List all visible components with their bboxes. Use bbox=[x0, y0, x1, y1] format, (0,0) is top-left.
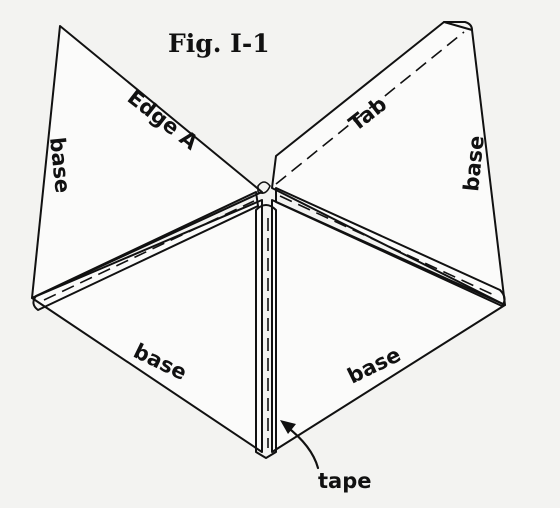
label-tape: tape bbox=[318, 469, 371, 493]
label-base-left-top: base bbox=[45, 136, 75, 194]
center-joint bbox=[257, 181, 271, 194]
bottom-right-face bbox=[271, 199, 506, 453]
left-upper-face bbox=[31, 25, 263, 299]
center-tape-strip bbox=[255, 204, 277, 459]
figure-title: Fig. I-1 bbox=[168, 29, 270, 58]
tab-corner bbox=[443, 21, 473, 31]
right-upper-face bbox=[271, 21, 506, 306]
tape-arrow bbox=[280, 420, 320, 470]
tab-fold-line bbox=[275, 31, 465, 185]
right-tape-strip bbox=[275, 187, 506, 307]
left-tape-strip bbox=[32, 191, 259, 311]
label-base-right-top: base bbox=[459, 134, 489, 192]
